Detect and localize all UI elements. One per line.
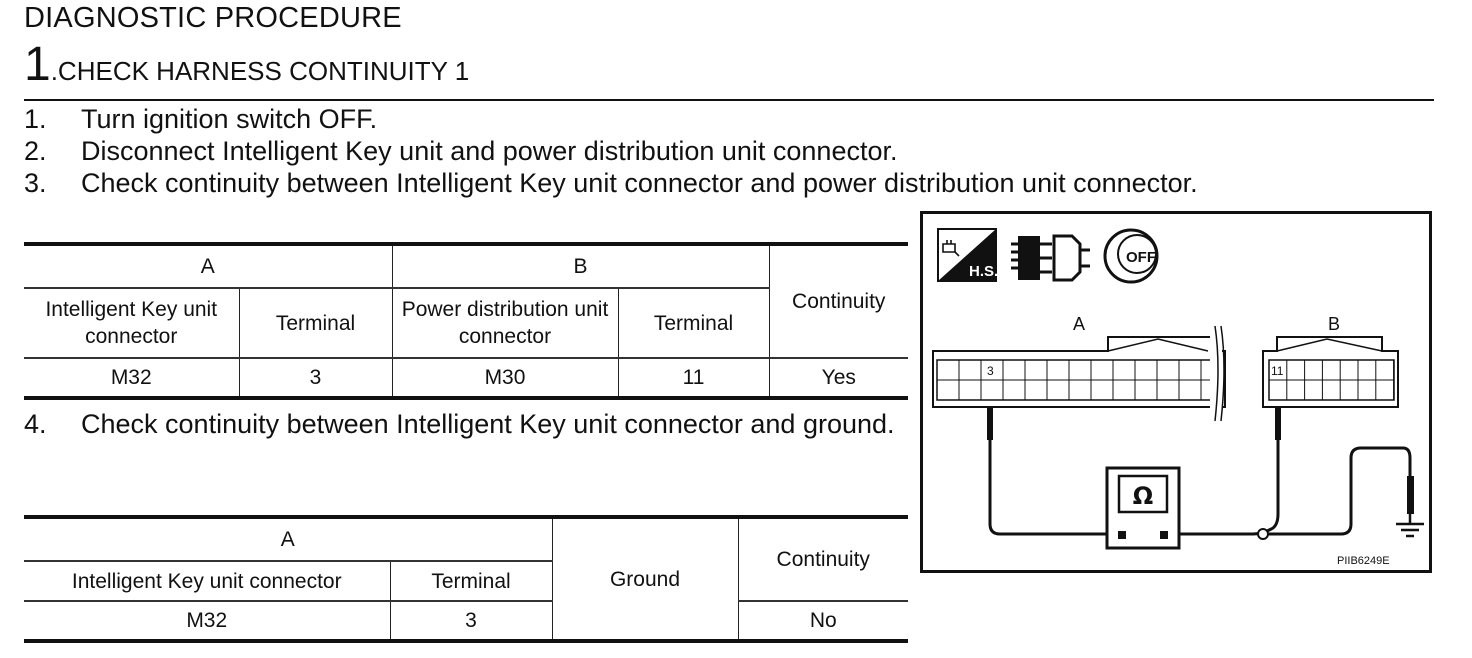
pin-a-label: 3 [987,364,994,378]
step-title: .CHECK HARNESS CONTINUITY 1 [50,56,470,86]
cell-a-connector: M32 [24,600,390,643]
disconnect-connector-icon [1011,234,1090,282]
instruction-item: 3. Check continuity between Intelligent K… [24,167,1324,199]
step-heading: 1.CHECK HARNESS CONTINUITY 1 [24,36,469,94]
instruction-text: Check continuity between Intelligent Key… [81,168,1198,198]
a-connector-header: Intelligent Key unit connector [24,560,390,601]
figure-id: PIIB6249E [1337,555,1390,567]
wire-ground [1267,446,1412,536]
header-divider [24,99,1434,101]
wire-junction [1257,528,1269,540]
continuity-header: Continuity [768,242,908,358]
wiring-diagram: H.S. OFF A B 3 [920,211,1432,573]
connector-b-label: B [1328,314,1340,334]
a-connector-header: Intelligent Key unit connector [24,287,239,358]
group-header-a: A [24,242,392,288]
instruction-item: 2. Disconnect Intelligent Key unit and po… [24,135,1324,167]
connector-b [1262,336,1399,408]
section-title: DIAGNOSTIC PROCEDURE [24,2,402,34]
ground-icon [1396,514,1424,538]
instruction-item: 1. Turn ignition switch OFF. [24,103,1324,135]
connector-b-pins [1286,360,1395,400]
a-terminal-header: Terminal [389,560,552,601]
instruction-text: Check continuity between Intelligent Key… [81,409,895,439]
instruction-text: Disconnect Intelligent Key unit and powe… [81,136,898,166]
instruction-number: 4. [24,409,47,439]
diagram-svg: H.S. OFF A B 3 [932,228,1424,567]
a-terminal-header: Terminal [238,287,392,358]
ignition-off-icon: OFF [1103,228,1159,284]
cell-a-terminal: 3 [389,600,552,643]
cell-a-connector: M32 [24,357,239,400]
probe-a [987,406,993,440]
instruction-item-4: 4. Check continuity between Intelligent … [24,408,904,440]
instruction-number: 2. [24,136,47,166]
continuity-table-1: A B Continuity Intelligent Key unit conn… [24,242,908,400]
wire-a [988,440,1123,536]
step-number: 1 [24,38,51,91]
cell-b-connector: M30 [391,357,618,400]
ohmmeter-icon: Ω [1105,466,1181,550]
b-connector-header: Power distribution unit connector [391,287,618,358]
harness-side-icon: H.S. [937,228,998,282]
probe-b [1275,406,1281,440]
instruction-number: 1. [24,104,47,134]
cell-b-terminal: 11 [617,357,769,400]
pin-b-label: 11 [1271,364,1284,378]
off-label: OFF [1126,249,1156,266]
ground-header: Ground [551,515,738,643]
hs-label: H.S. [969,263,998,280]
connector-a [932,336,1226,408]
group-header-a: A [24,515,552,561]
instruction-text: Turn ignition switch OFF. [81,104,378,134]
ohm-symbol: Ω [1133,482,1153,510]
continuity-header: Continuity [737,515,908,601]
cell-a-terminal: 3 [238,357,392,400]
instruction-number: 3. [24,168,47,198]
continuity-table-2: A Ground Continuity Intelligent Key unit… [24,515,908,643]
cell-continuity: Yes [768,357,908,400]
b-terminal-header: Terminal [617,287,769,358]
connector-a-label: A [1073,314,1085,334]
instruction-list: 1. Turn ignition switch OFF. 2. Disconnect… [24,103,1324,199]
group-header-b: B [391,242,769,288]
connector-a-pins [958,360,1202,400]
cell-continuity: No [737,600,908,643]
